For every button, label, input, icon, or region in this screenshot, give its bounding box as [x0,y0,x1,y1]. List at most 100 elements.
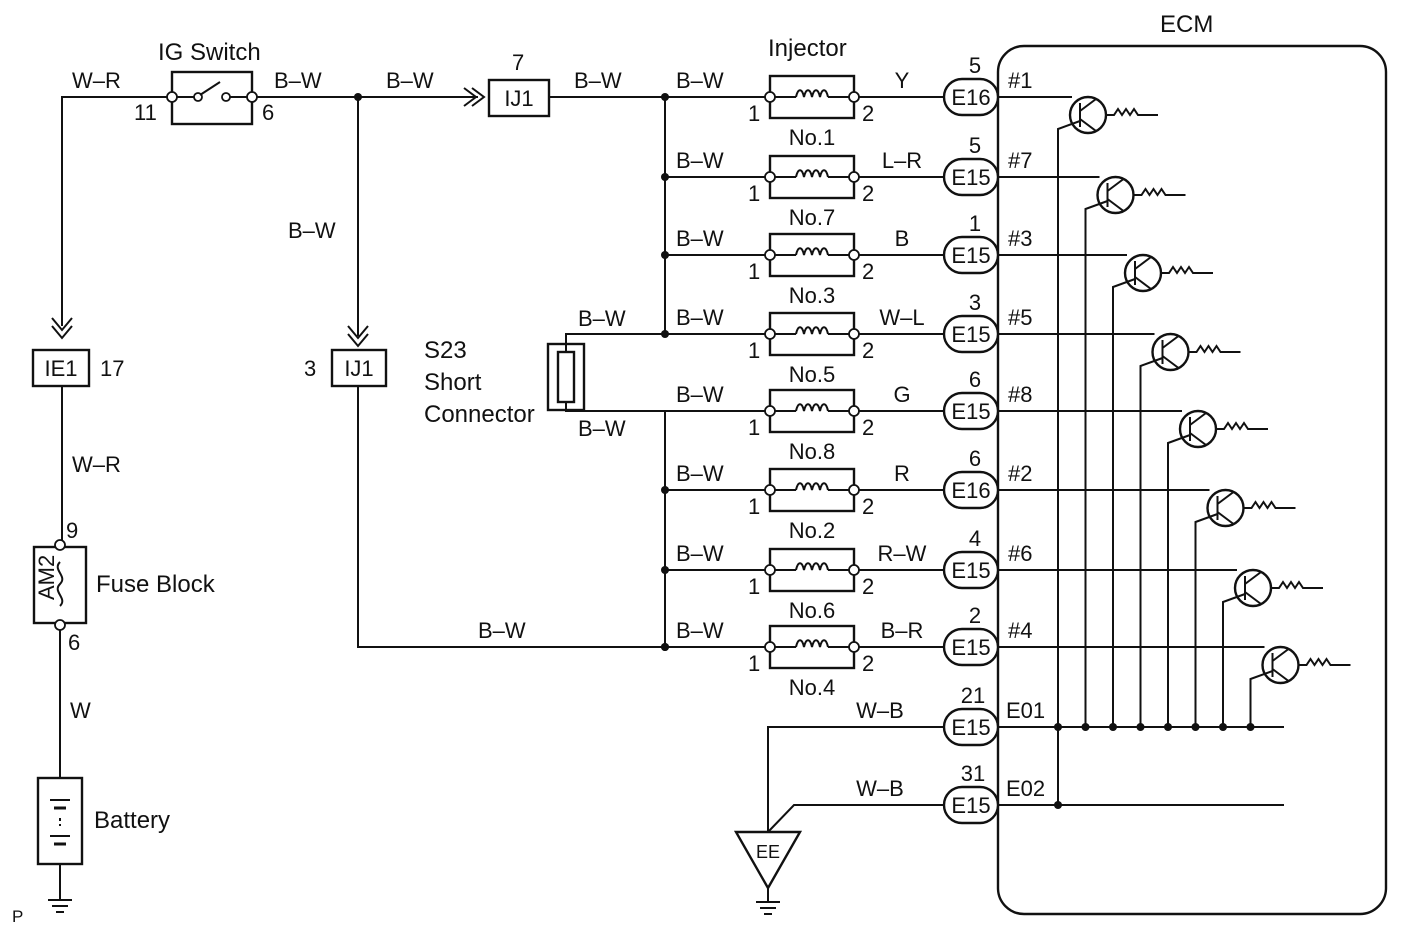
injector-name: No.1 [789,125,835,150]
transistor-icon [1206,488,1245,528]
ig-pin-out: 6 [262,100,274,125]
injector-name: No.4 [789,675,835,700]
coil-icon [795,247,829,256]
ecm-pin-label: #6 [1008,541,1032,566]
wire-label-ij1-top-out: B–W [574,68,622,93]
resistor-icon [1188,344,1241,354]
short-wire-bottom: B–W [578,416,626,441]
short-connector-s23: B–W B–W S23 Short Connector [424,306,665,441]
ie1-label: IE1 [44,356,77,381]
ecm-connector-label: E15 [951,793,990,818]
injector-in-wire: B–W [676,382,724,407]
injector-row: B–W 1 2No.4 B–R E15 2 #4 [661,603,1351,731]
injector-pin-a: 1 [748,259,760,284]
switch-icon [199,81,221,96]
injector-pin-b: 2 [862,338,874,363]
ecm-connector-label: E15 [951,243,990,268]
ecm-pin-label: #8 [1008,382,1032,407]
ie1-pin: 17 [100,356,124,381]
ecm-ground-pin: E02 [1006,776,1045,801]
wire-label-down: B–W [288,218,336,243]
ecm-pin-label: #1 [1008,68,1032,93]
battery-feed: W–R IE1 17 W–R 9 AM2 Fuse Block 6 W Batt… [12,68,216,926]
injector-out-wire: Y [895,68,910,93]
ground-ee-label: EE [756,842,780,862]
injector-out-wire: W–L [879,305,924,330]
fuse-icon [56,561,64,607]
injector-pin-a: 1 [748,651,760,676]
battery-label: Battery [94,807,170,834]
ecm-connector-pin: 6 [969,367,981,392]
ecm-connector-pin: 21 [961,683,985,708]
injector-in-wire: B–W [676,461,724,486]
transistor-icon [1123,253,1163,293]
ecm-pin-label: #4 [1008,618,1032,643]
ecm-connector-label: E15 [951,635,990,660]
injector-out-wire: R [894,461,910,486]
injector-pin-a: 1 [748,574,760,599]
fuse-pin-bottom: 6 [68,630,80,655]
junction-dot [1054,801,1062,809]
ij1-top-label: IJ1 [504,86,533,111]
injector-name: No.7 [789,205,835,230]
ecm-connector-pin: 1 [969,211,981,236]
ij1-mid-label: IJ1 [344,356,373,381]
resistor-icon [1133,187,1186,197]
ground-icon [756,901,780,915]
injector-in-wire: B–W [676,618,724,643]
injector-name: No.3 [789,283,835,308]
short-wire-top: B–W [578,306,626,331]
ground-wire-label: W–B [856,698,904,723]
ij1-top-pin: 7 [512,50,524,75]
injector-pin-a: 1 [748,101,760,126]
ig-switch: IG Switch 11 6 [134,39,274,126]
ecm-pin-label: #2 [1008,461,1032,486]
transistor-icon [1233,568,1273,608]
resistor-icon [1298,657,1351,667]
ig-pin-in: 11 [134,100,157,125]
resistor-icon [1106,107,1158,117]
coil-icon [795,482,829,491]
ground-wire-label: W–B [856,776,904,801]
ig-output-wiring: B–W B–W B–W IJ1 3 B–W IJ1 7 B–W [257,50,665,648]
fuse-block-label: Fuse Block [96,571,216,598]
injector-pin-b: 2 [862,651,874,676]
ground-ee-triangle [733,830,803,891]
coil-icon [795,169,829,178]
ground-ee: EE [733,726,944,915]
ig-switch-title: IG Switch [158,39,261,66]
ecm-pin-label: #3 [1008,226,1032,251]
resistor-icon [1271,580,1323,590]
wire-label-ig-out: B–W [274,68,322,93]
ecm-connector-pin: 31 [961,761,985,786]
ecm-connector-label: E15 [951,558,990,583]
short-line2: Short [424,369,482,396]
injector-in-wire: B–W [676,541,724,566]
injector-name: No.8 [789,439,835,464]
wire-label-w: W [70,698,91,723]
coil-icon [795,326,829,335]
ecm-connector-label: E15 [951,322,990,347]
short-line1: S23 [424,337,467,364]
ecm-connector-pin: 2 [969,603,981,628]
ground-p-label: P [12,907,23,926]
injector-name: No.2 [789,518,835,543]
ground-icon [48,899,72,913]
injector-out-wire: G [893,382,910,407]
ecm-box [996,44,1388,916]
ecm-connector-label: E16 [951,85,990,110]
injector-name: No.6 [789,598,835,623]
injector-out-wire: B–R [881,618,924,643]
resistor-icon [1243,500,1296,510]
injector-in-wire: B–W [676,148,724,173]
wire-label-to-ij1: B–W [386,68,434,93]
short-line3: Connector [424,401,535,428]
injector-name: No.5 [789,362,835,387]
